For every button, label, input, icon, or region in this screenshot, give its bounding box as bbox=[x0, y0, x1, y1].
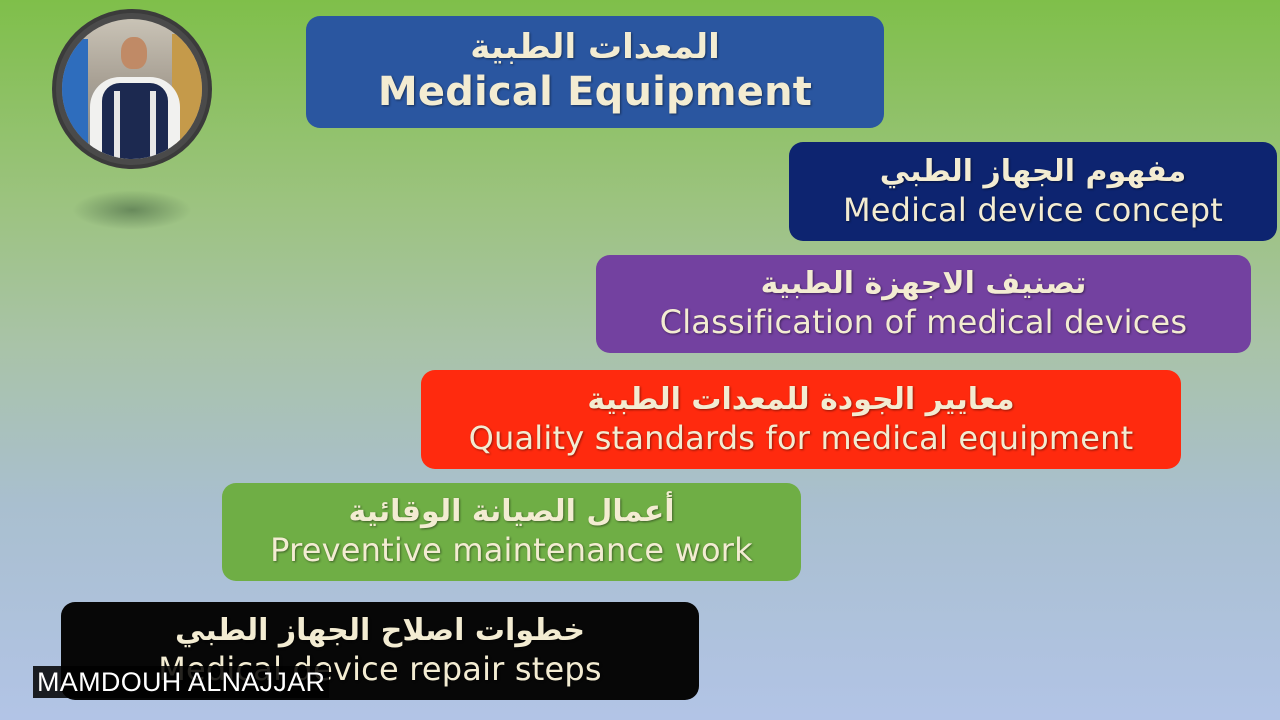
topic-english: Classification of medical devices bbox=[659, 303, 1188, 341]
title-card: المعدات الطبية Medical Equipment bbox=[306, 16, 884, 128]
topic-card-preventive-maintenance: أعمال الصيانة الوقائية Preventive mainte… bbox=[222, 483, 801, 581]
topic-card-quality-standards: معايير الجودة للمعدات الطبية Quality sta… bbox=[421, 370, 1181, 469]
avatar-shadow bbox=[72, 190, 192, 230]
topic-arabic: تصنيف الاجهزة الطبية bbox=[760, 266, 1087, 301]
avatar-photo bbox=[62, 19, 202, 159]
presenter-watermark: MAMDOUH ALNAJJAR bbox=[33, 666, 330, 698]
title-english: Medical Equipment bbox=[377, 69, 813, 116]
topic-arabic: أعمال الصيانة الوقائية bbox=[348, 494, 675, 529]
topic-card-classification: تصنيف الاجهزة الطبية Classification of m… bbox=[596, 255, 1251, 353]
topic-english: Medical device concept bbox=[842, 190, 1224, 229]
topic-arabic: مفهوم الجهاز الطبي bbox=[879, 153, 1187, 189]
topic-arabic: معايير الجودة للمعدات الطبية bbox=[587, 381, 1015, 417]
topic-english: Preventive maintenance work bbox=[270, 531, 753, 569]
presenter-avatar bbox=[56, 13, 208, 165]
topic-english: Quality standards for medical equipment bbox=[468, 418, 1134, 457]
title-arabic: المعدات الطبية bbox=[470, 26, 720, 67]
topic-card-medical-device-concept: مفهوم الجهاز الطبي Medical device concep… bbox=[789, 142, 1277, 241]
topic-arabic: خطوات اصلاح الجهاز الطبي bbox=[175, 613, 585, 648]
